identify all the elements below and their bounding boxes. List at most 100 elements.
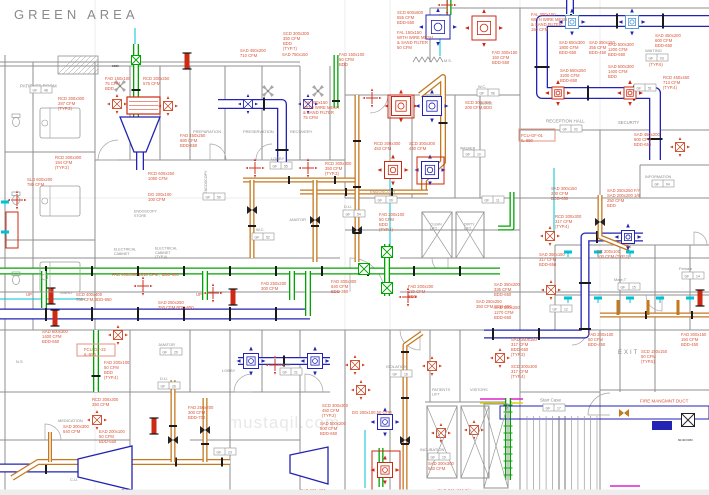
ceiling-cassette-icon bbox=[419, 8, 457, 46]
volume-damper-icon bbox=[247, 206, 257, 214]
arrow-glyph bbox=[499, 26, 503, 30]
d2 bbox=[436, 428, 446, 438]
cassette-body bbox=[565, 15, 579, 29]
arrow-glyph bbox=[253, 158, 257, 161]
supply-diffuser-icon bbox=[107, 94, 127, 114]
supply-diffuser-icon bbox=[670, 137, 690, 157]
exhaust-grille-icon bbox=[656, 296, 664, 303]
supply-diffuser-icon bbox=[298, 94, 318, 114]
arrow-glyph bbox=[370, 105, 374, 108]
cassette-inner bbox=[430, 19, 445, 34]
cassette-fan bbox=[248, 358, 254, 364]
arrow-glyph bbox=[540, 234, 543, 238]
tag-number: 55 bbox=[284, 164, 288, 168]
v2 bbox=[173, 436, 178, 444]
lift-shaft bbox=[455, 211, 485, 259]
arrow-glyph bbox=[362, 363, 365, 367]
room-label: LOBBY bbox=[222, 368, 236, 373]
door-arc bbox=[209, 143, 227, 161]
room-label: M.S. bbox=[444, 59, 452, 63]
blade bbox=[318, 91, 325, 98]
arrow-glyph bbox=[306, 175, 310, 178]
arrow-glyph bbox=[687, 145, 690, 149]
room-label: D.U. bbox=[344, 204, 352, 209]
hatch-line bbox=[82, 58, 99, 75]
cassette-inner bbox=[476, 20, 491, 35]
arrow-glyph bbox=[395, 420, 400, 424]
supply-diffuser-icon bbox=[158, 96, 178, 116]
room-label: ENDOSCOPY bbox=[370, 189, 396, 194]
arrow-glyph bbox=[399, 89, 403, 94]
cassette-fan bbox=[569, 19, 575, 25]
cassette-fan bbox=[389, 166, 397, 174]
toilet-fixture bbox=[11, 191, 21, 205]
hatched-area bbox=[57, 55, 99, 75]
g-body bbox=[656, 296, 664, 300]
tag-prefix: GF bbox=[563, 127, 568, 131]
arrow-glyph bbox=[617, 91, 621, 95]
arrow-glyph bbox=[383, 455, 387, 460]
arrow-glyph bbox=[315, 166, 318, 170]
arrow-glyph bbox=[570, 8, 574, 13]
arrow-glyph bbox=[444, 104, 449, 108]
arrow-glyph bbox=[255, 102, 258, 106]
arrow-glyph bbox=[391, 154, 395, 159]
arrow-glyph bbox=[630, 8, 634, 13]
arrow-glyph bbox=[481, 428, 484, 432]
cassette-body bbox=[391, 96, 411, 116]
room-label: D.U. bbox=[160, 376, 168, 381]
arrow-glyph bbox=[7, 198, 10, 202]
lift-x2 bbox=[455, 211, 485, 259]
cassette-inner bbox=[426, 100, 438, 112]
arrow-glyph bbox=[383, 480, 387, 485]
arrow-glyph bbox=[141, 293, 145, 296]
supply-diffuser-icon bbox=[490, 348, 510, 368]
supply-diffuser-icon bbox=[87, 410, 107, 430]
ceiling-cassette-icon bbox=[545, 80, 571, 106]
room-label: W.C. bbox=[256, 227, 265, 232]
arrow-glyph bbox=[353, 355, 357, 358]
cassette-inner bbox=[628, 18, 636, 26]
x2 bbox=[681, 413, 695, 427]
bed-fixture bbox=[39, 107, 81, 139]
d2 bbox=[163, 101, 173, 111]
tag-number: 52 bbox=[266, 235, 270, 239]
tag-prefix: GF bbox=[217, 450, 222, 454]
arrow-glyph bbox=[549, 280, 553, 283]
arrow-glyph bbox=[325, 359, 330, 363]
v1 bbox=[400, 436, 405, 444]
cassette-body bbox=[377, 462, 393, 478]
door-arc bbox=[97, 139, 119, 161]
d2 bbox=[495, 353, 505, 363]
arrow-glyph bbox=[541, 288, 544, 292]
room-label: VISITORS bbox=[470, 388, 488, 392]
ceiling-cassette-icon bbox=[236, 346, 266, 376]
hub bbox=[118, 84, 122, 88]
g-body bbox=[1, 230, 9, 234]
ceiling-cassette-icon bbox=[377, 154, 409, 186]
arrow-glyph bbox=[430, 118, 434, 123]
bed-pillow bbox=[41, 119, 49, 127]
v1 bbox=[200, 426, 205, 434]
